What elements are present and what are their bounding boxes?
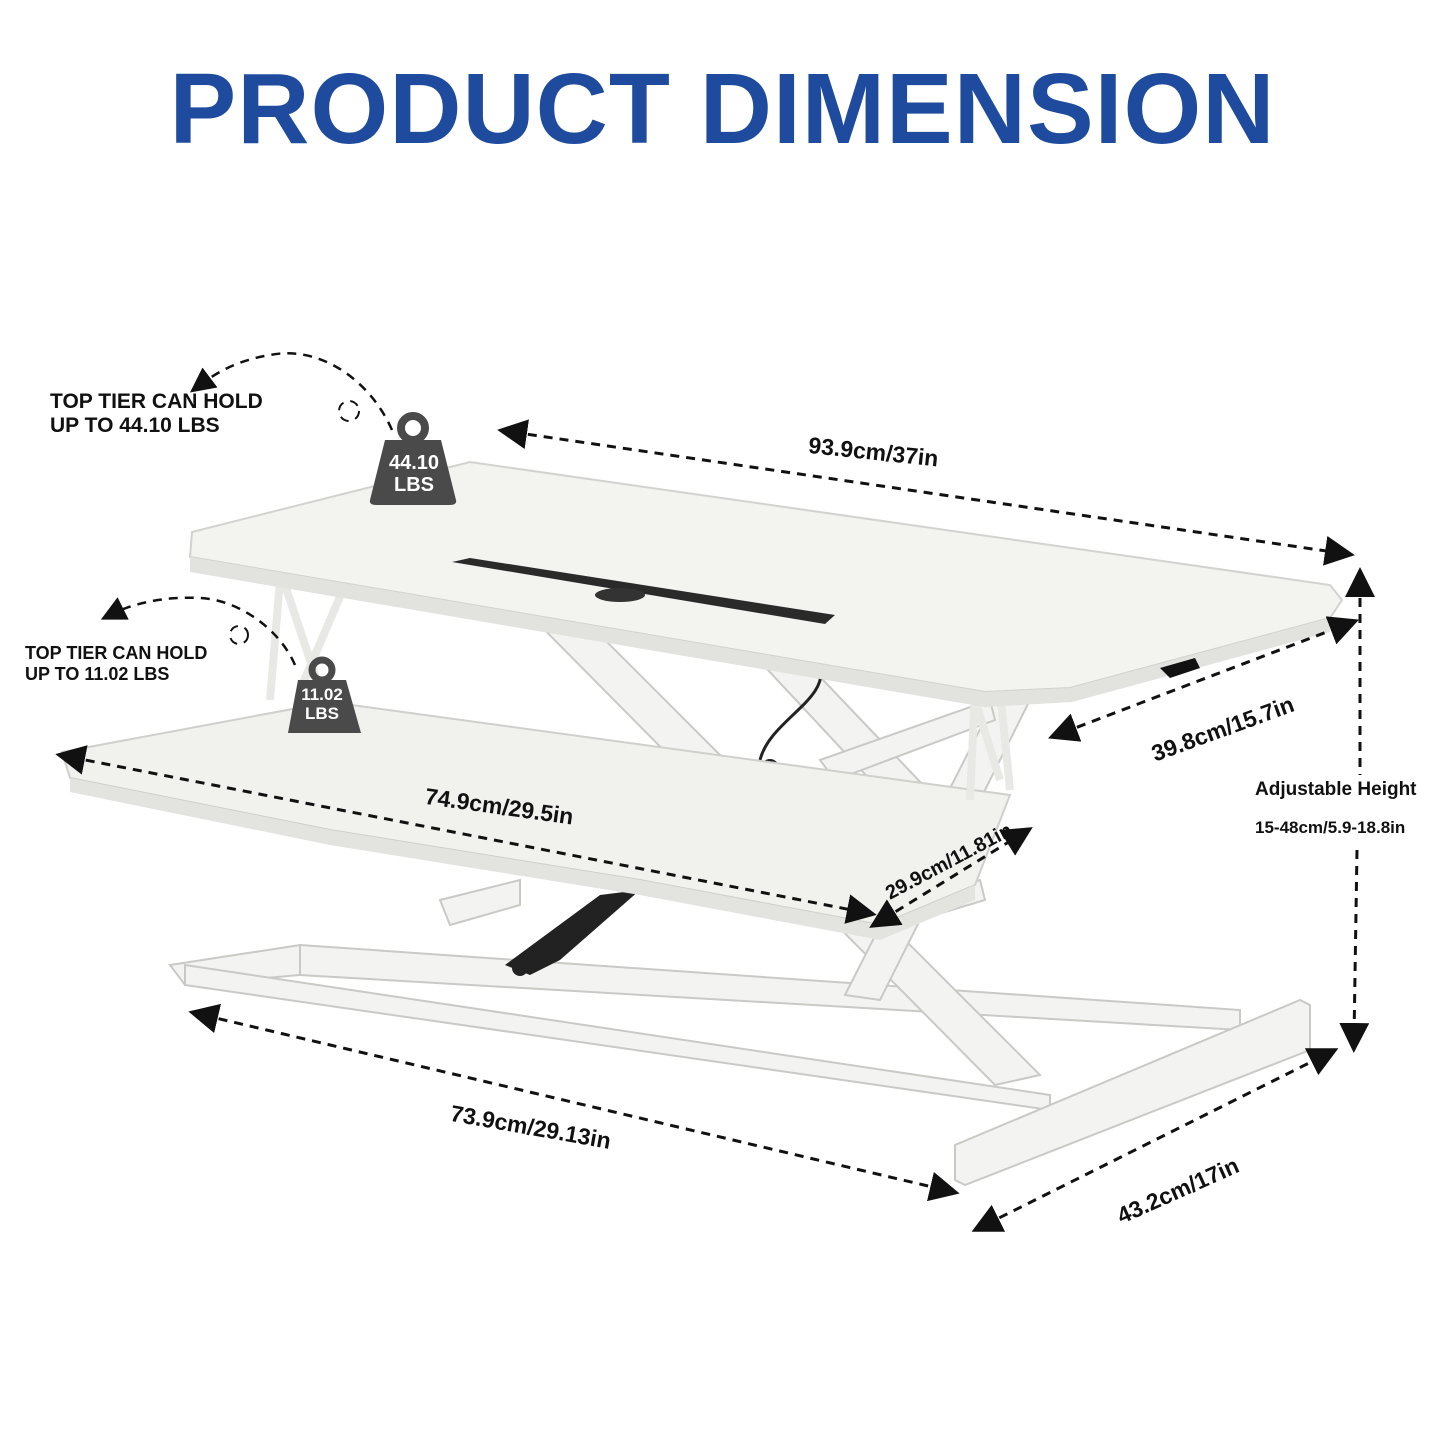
top-tier-desk xyxy=(188,460,1344,707)
weight-value: 11.02 xyxy=(301,685,343,704)
weight-unit: LBS xyxy=(305,703,339,723)
weight-value: 44.10 xyxy=(388,452,440,474)
note-line: UP TO 44.10 LBS xyxy=(50,414,220,438)
height-range-label: 15-48cm/5.9-18.8in xyxy=(1255,818,1406,837)
dimension-lines xyxy=(55,352,1375,1232)
height-label: Adjustable Height xyxy=(1255,779,1417,800)
lower-tier-capacity-note: TOP TIER CAN HOLD UP TO 11.02 LBS xyxy=(25,643,207,684)
weight-label-44: 44.10 LBS xyxy=(378,452,450,496)
weight-label-11: 11.02 LBS xyxy=(290,685,354,723)
note-line: TOP TIER CAN HOLD xyxy=(25,643,208,663)
note-line: UP TO 11.02 LBS xyxy=(25,663,170,684)
weight-icon-44 xyxy=(369,412,457,505)
top-tier-capacity-note: TOP TIER CAN HOLD UP TO 44.10 LBS xyxy=(50,390,263,438)
weight-icon-11 xyxy=(288,656,361,733)
page-title: PRODUCT DIMENSION xyxy=(169,53,1276,165)
note-line: TOP TIER CAN HOLD xyxy=(50,390,263,413)
device-slot xyxy=(452,558,835,624)
weight-unit: LBS xyxy=(394,474,434,496)
